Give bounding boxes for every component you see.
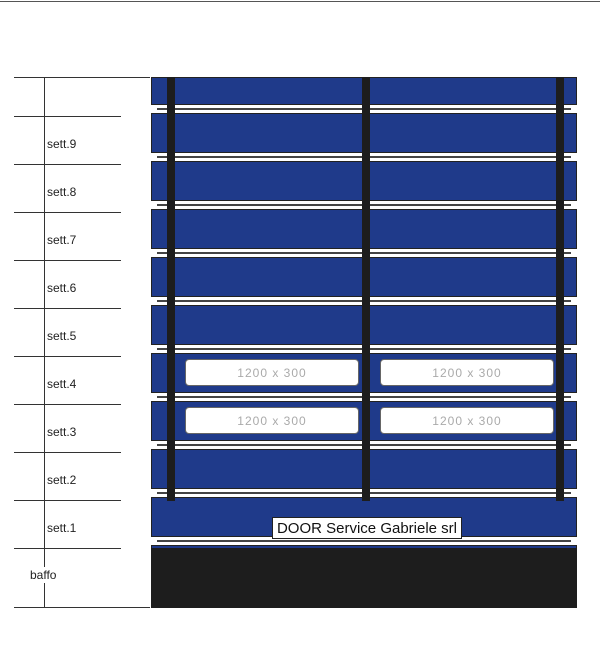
section-label: sett.7 [47, 232, 77, 248]
dimension-line [14, 356, 121, 357]
window: 1200 x 300 [185, 407, 359, 434]
dimension-line [14, 548, 121, 549]
dimension-line [14, 404, 121, 405]
window: 1200 x 300 [185, 359, 359, 386]
window: 1200 x 300 [380, 407, 554, 434]
dimension-line [14, 607, 150, 608]
section-label: sett.4 [47, 376, 77, 392]
dimension-line [14, 308, 121, 309]
section-label: sett.2 [47, 472, 77, 488]
vertical-reinforcement-bar [362, 77, 370, 501]
dimension-line [14, 212, 121, 213]
section-label: sett.5 [47, 328, 77, 344]
baffo-label: baffo [30, 567, 57, 583]
dimension-line [14, 500, 121, 501]
dimension-vertical-line [44, 77, 45, 608]
logo-label: DOOR Service Gabriele srl [272, 517, 462, 539]
dimension-line [14, 260, 121, 261]
vertical-reinforcement-bar [556, 77, 564, 501]
section-label: sett.3 [47, 424, 77, 440]
section-label: sett.9 [47, 136, 77, 152]
baffo-panel [151, 548, 577, 608]
top-border [0, 1, 600, 2]
dimension-line [14, 452, 121, 453]
dimension-line [14, 77, 150, 78]
section-label: sett.6 [47, 280, 77, 296]
section-label: sett.1 [47, 520, 77, 536]
section-label: sett.8 [47, 184, 77, 200]
dimension-line [14, 164, 121, 165]
dimension-line [14, 116, 121, 117]
window: 1200 x 300 [380, 359, 554, 386]
vertical-reinforcement-bar [167, 77, 175, 501]
